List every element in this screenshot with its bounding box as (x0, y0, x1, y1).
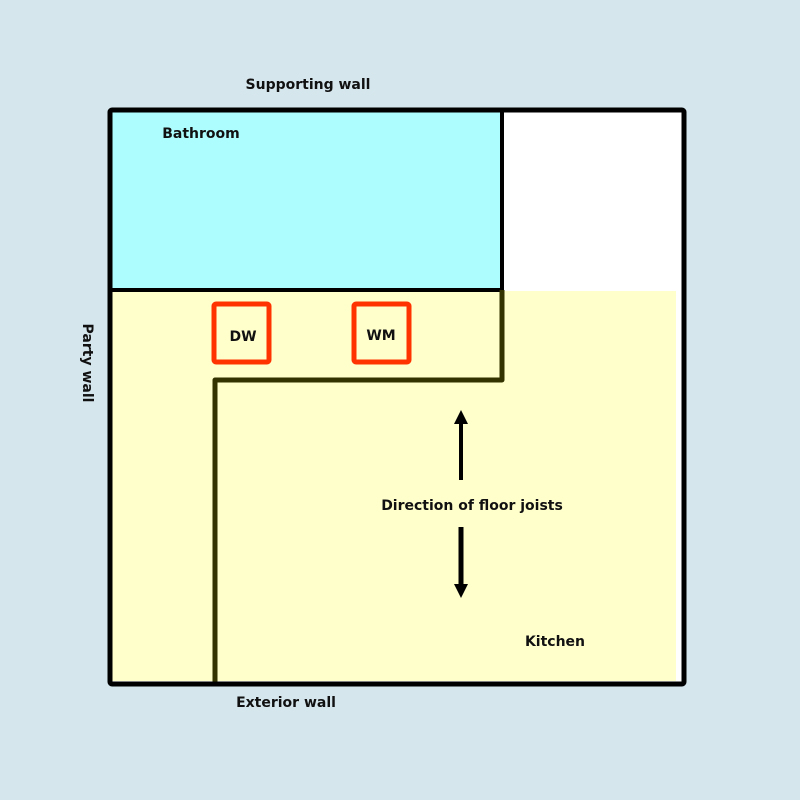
arrow-up-icon (454, 410, 468, 480)
kitchen-partition (212, 290, 505, 684)
washing-machine-box (351, 301, 412, 365)
bathroom-area (112, 112, 500, 288)
bathroom-label: Bathroom (162, 126, 240, 142)
kitchen-area (112, 291, 676, 681)
party-wall-label: Party wall (79, 324, 95, 403)
outer-wall (107, 107, 687, 687)
supporting-wall-label: Supporting wall (246, 77, 371, 93)
kitchen-label: Kitchen (525, 634, 585, 650)
dishwasher-label: DW (229, 329, 256, 345)
washing-machine-label: WM (366, 328, 395, 344)
exterior-wall-label: Exterior wall (236, 695, 336, 711)
joists-direction-label: Direction of floor joists (381, 498, 563, 514)
arrow-down-icon (454, 527, 468, 598)
dishwasher-box (211, 301, 272, 365)
